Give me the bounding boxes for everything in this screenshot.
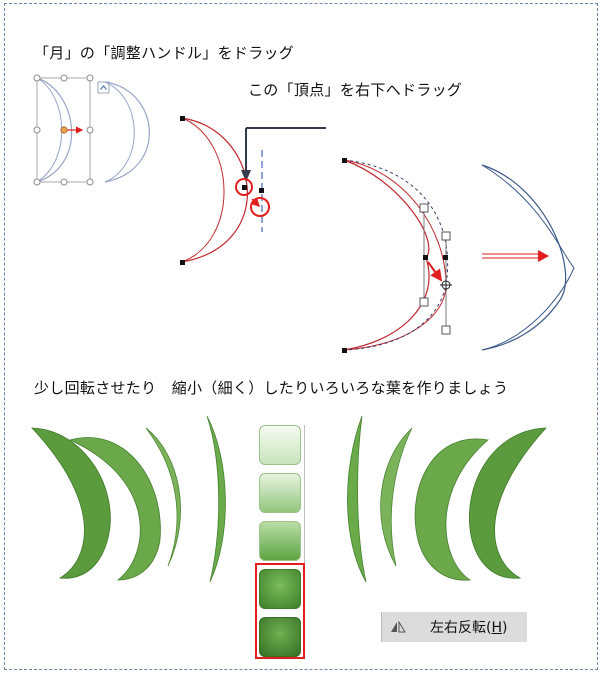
heading-drag-adjust-handle: 「月」の「調整ハンドル」をドラッグ: [34, 44, 295, 62]
swatch-selection-highlight: [255, 563, 305, 659]
heading-rotate-shrink: 少し回転させたり 縮小（細く）したりいろいろな葉を作りましょう: [34, 379, 509, 397]
swatch-medium-green[interactable]: [259, 521, 301, 561]
heading-drag-vertex: この「頂点」を右下へドラッグ: [248, 81, 463, 99]
leaf-shapes-right: [347, 415, 547, 583]
moon-shape-result: [104, 81, 150, 183]
leaf-shapes-left: [31, 415, 226, 583]
swatch-medium-light-green[interactable]: [259, 473, 301, 513]
selection-handle: [33, 74, 94, 186]
content-frame: [4, 3, 598, 670]
flip-horizontal-label: 左右反転(H): [430, 620, 508, 636]
moon-vertex-drag: [342, 158, 452, 353]
moon-shape-selected[interactable]: [33, 74, 94, 186]
swatch-light-green[interactable]: [259, 425, 301, 465]
swatch-darkest-green[interactable]: [259, 617, 301, 657]
flip-horizontal-icon: [382, 621, 416, 633]
arrow-right-icon: [482, 250, 549, 262]
adjust-handle: [60, 126, 68, 134]
layout-options-icon[interactable]: [97, 81, 110, 94]
swatch-dark-green[interactable]: [259, 569, 301, 609]
moon-edit-points: [180, 116, 326, 265]
flip-horizontal-button[interactable]: 左右反転(H): [381, 612, 527, 642]
leaf-outline-result: [481, 164, 575, 351]
gallery-scroll-rail: [304, 425, 305, 659]
